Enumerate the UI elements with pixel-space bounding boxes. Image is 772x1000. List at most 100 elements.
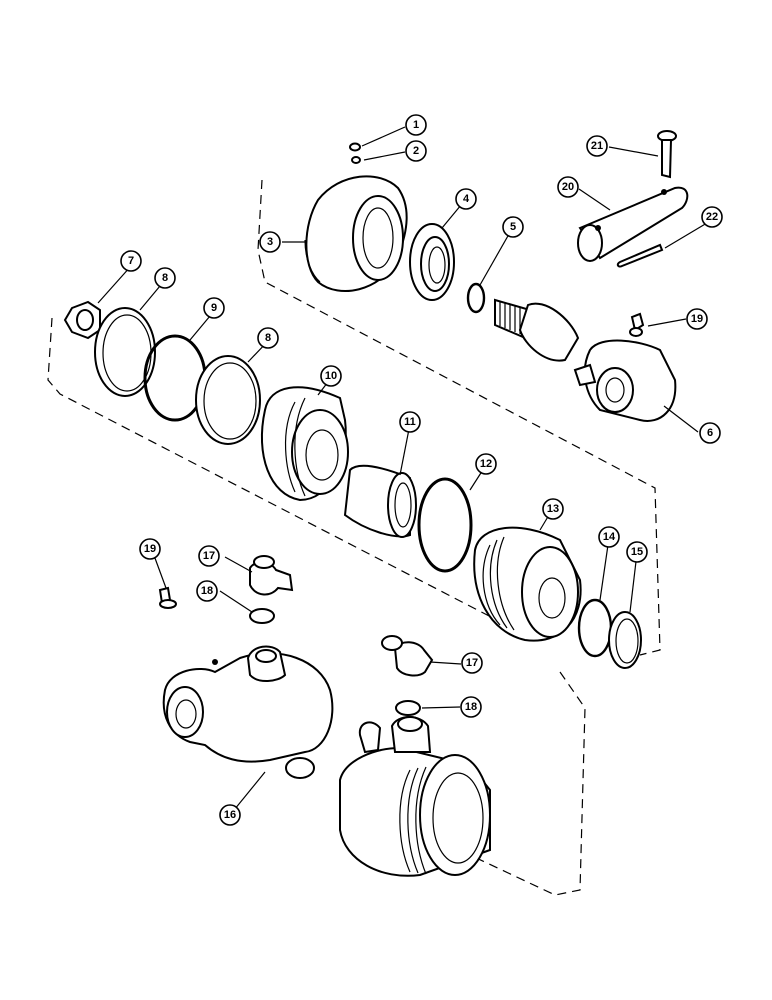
callout-number: 21 (591, 140, 603, 152)
callout-number: 18 (201, 585, 213, 597)
callout-4: 4 (455, 188, 477, 210)
nut-part (63, 300, 101, 340)
rod-eye-part (573, 339, 677, 422)
callout-11: 11 (399, 411, 421, 433)
callout-number: 20 (562, 181, 574, 193)
callout-number: 7 (128, 255, 134, 267)
cylinder-barrel-part (339, 716, 491, 877)
callout-18: 18 (196, 580, 218, 602)
callout-circle (686, 308, 708, 330)
gland-part (304, 175, 408, 293)
o-ring-12-part (417, 477, 473, 573)
callout-circle (405, 114, 427, 136)
cylinder-base-part (162, 645, 334, 779)
grease-screw-part (349, 142, 361, 164)
callout-number: 8 (162, 272, 168, 284)
callout-circle (475, 453, 497, 475)
callout-circle (154, 267, 176, 289)
callout-19: 19 (139, 538, 161, 560)
backup-ring-8b-part (195, 355, 261, 445)
callout-number: 11 (404, 416, 416, 428)
wiper-seal-part (409, 223, 455, 301)
callout-circle (320, 365, 342, 387)
cylinder-head-part (473, 526, 582, 642)
callout-circle (461, 652, 483, 674)
callout-circle (626, 541, 648, 563)
callout-22: 22 (701, 206, 723, 228)
callout-20: 20 (557, 176, 579, 198)
callout-circle (405, 140, 427, 162)
callout-number: 18 (465, 701, 477, 713)
callout-8: 8 (154, 267, 176, 289)
callout-circle (257, 327, 279, 349)
callout-5: 5 (502, 216, 524, 238)
callout-7: 7 (120, 250, 142, 272)
callout-circle (120, 250, 142, 272)
callout-number: 19 (144, 543, 156, 555)
callout-circle (542, 498, 564, 520)
grease-fitting-left-part (158, 586, 177, 609)
lower-assembly-dashed-outline (469, 671, 586, 896)
rod-end-stud-part (494, 298, 580, 362)
callout-12: 12 (475, 453, 497, 475)
backup-ring-8a-part (94, 307, 156, 397)
middle-assembly-dashed-outline (47, 317, 521, 633)
callout-circle (460, 696, 482, 718)
callout-number: 6 (707, 427, 713, 439)
callout-circle (203, 297, 225, 319)
piston-part (260, 386, 349, 502)
callout-circle (196, 580, 218, 602)
callout-circle (399, 411, 421, 433)
callout-8: 8 (257, 327, 279, 349)
callout-circle (586, 135, 608, 157)
snap-ring-14-part (577, 598, 613, 658)
spacer-sleeve-part (343, 464, 417, 538)
callout-1: 1 (405, 114, 427, 136)
callout-number: 16 (224, 809, 236, 821)
callout-19: 19 (686, 308, 708, 330)
callout-number: 12 (480, 458, 492, 470)
callout-number: 9 (211, 302, 217, 314)
callout-circle (502, 216, 524, 238)
washer-18a-part (249, 608, 275, 624)
elbow-fitting-lower-part (381, 635, 434, 677)
callout-number: 17 (466, 657, 478, 669)
callout-6: 6 (699, 422, 721, 444)
callout-circle (455, 188, 477, 210)
callout-circle (198, 545, 220, 567)
callout-number: 4 (463, 193, 470, 205)
callout-circle (219, 804, 241, 826)
snap-ring-5-part (466, 282, 486, 314)
callout-circle (598, 526, 620, 548)
bolt-part (657, 130, 677, 179)
callout-number: 13 (547, 503, 559, 515)
callout-14: 14 (598, 526, 620, 548)
callout-9: 9 (203, 297, 225, 319)
callout-circle (139, 538, 161, 560)
callout-number: 15 (631, 546, 643, 558)
callout-number: 8 (265, 332, 271, 344)
callout-10: 10 (320, 365, 342, 387)
callout-circle (557, 176, 579, 198)
seal-ring-15-part (608, 611, 642, 669)
callout-number: 10 (325, 370, 337, 382)
callout-number: 1 (413, 119, 419, 131)
callout-number: 17 (203, 550, 215, 562)
callout-21: 21 (586, 135, 608, 157)
callout-13: 13 (542, 498, 564, 520)
callout-17: 17 (198, 545, 220, 567)
callout-labels: 1234567898101112131415161718191718192021… (120, 114, 723, 826)
elbow-fitting-upper-part (249, 555, 294, 596)
callout-circle (259, 231, 281, 253)
callout-2: 2 (405, 140, 427, 162)
pin-part (577, 186, 689, 262)
callout-16: 16 (219, 804, 241, 826)
callout-18: 18 (460, 696, 482, 718)
callout-circle (701, 206, 723, 228)
callout-number: 2 (413, 145, 419, 157)
callout-number: 22 (706, 211, 718, 223)
callout-3: 3 (259, 231, 281, 253)
callout-15: 15 (626, 541, 648, 563)
grease-fitting-upper-part (629, 312, 645, 337)
